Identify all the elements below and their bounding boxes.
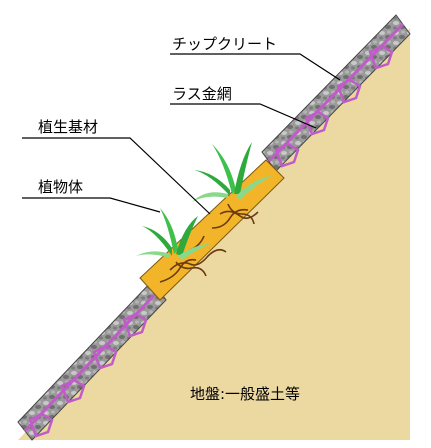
- chip-concrete-upper: [261, 14, 411, 172]
- plant-upper: [192, 142, 272, 202]
- label-vegetation: 植物体: [38, 178, 84, 196]
- label-chip-concrete: チップクリート: [172, 35, 278, 53]
- plant-lower: [136, 208, 210, 260]
- chip-concrete-lower: [17, 280, 167, 441]
- label-lath-mesh: ラス金網: [172, 85, 232, 103]
- leader-lines: [22, 53, 341, 215]
- label-vegetation-base: 植生基材: [38, 118, 99, 136]
- label-ground: 地盤:一般盛土等: [190, 385, 301, 403]
